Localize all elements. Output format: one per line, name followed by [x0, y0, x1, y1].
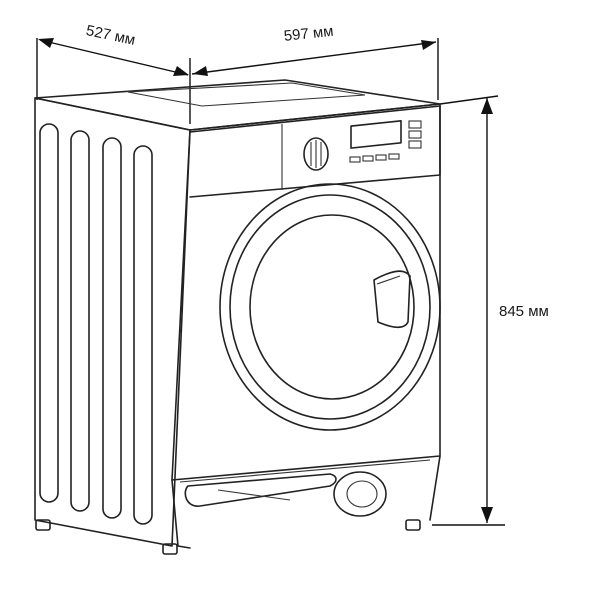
foot	[405, 519, 421, 531]
door	[219, 183, 441, 431]
foot	[35, 519, 51, 531]
side-ribs	[39, 123, 153, 525]
foot	[162, 543, 178, 555]
door-outer-ring	[219, 183, 441, 431]
control-button	[388, 153, 400, 160]
control-button	[408, 140, 422, 149]
side-rib	[102, 137, 122, 519]
door-rim	[229, 194, 431, 420]
program-knob-icon	[303, 137, 329, 171]
control-button	[349, 156, 361, 163]
side-rib	[133, 145, 153, 525]
door-handle	[373, 270, 411, 329]
control-button	[408, 130, 422, 139]
door-glass	[249, 214, 415, 400]
depth-dimension	[36, 38, 191, 124]
height-label: 845 мм	[499, 303, 549, 320]
display-screen	[350, 120, 402, 149]
base-rail	[184, 473, 337, 507]
side-panel	[34, 97, 191, 547]
top-recess	[127, 82, 366, 107]
machine-body	[34, 79, 441, 549]
front-panel	[171, 103, 441, 481]
control-button	[408, 120, 422, 129]
control-button	[375, 154, 387, 161]
side-rib	[70, 130, 90, 512]
width-dimension	[191, 38, 439, 100]
control-panel	[189, 105, 441, 198]
base	[35, 471, 421, 555]
side-rib	[39, 123, 59, 503]
control-button	[362, 155, 374, 162]
filter-cap	[333, 471, 387, 517]
height-dimension	[432, 95, 505, 526]
